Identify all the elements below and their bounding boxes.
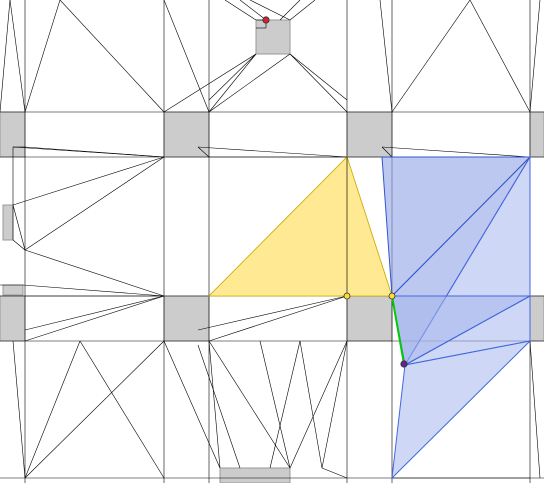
obstacle-block <box>163 295 210 342</box>
obstacle-block <box>163 111 210 158</box>
obstacle-block <box>255 19 291 55</box>
yellow-vertex-point <box>343 292 351 300</box>
obstacle-block <box>0 111 26 158</box>
obstacle-block <box>346 295 393 342</box>
start-point <box>262 16 270 24</box>
end-point <box>400 360 408 368</box>
yellow-vertex-point <box>388 292 396 300</box>
obstacle-block <box>2 284 24 296</box>
obstacle-block <box>529 295 544 342</box>
blue-triangle <box>391 340 532 480</box>
obstacle-block <box>529 111 544 158</box>
highlighted-triangle <box>208 156 393 297</box>
obstacle-block <box>219 467 291 483</box>
obstacle-block <box>0 295 26 342</box>
obstacle-block <box>2 204 14 241</box>
blue-region <box>381 155 532 480</box>
path-segment <box>391 295 405 365</box>
